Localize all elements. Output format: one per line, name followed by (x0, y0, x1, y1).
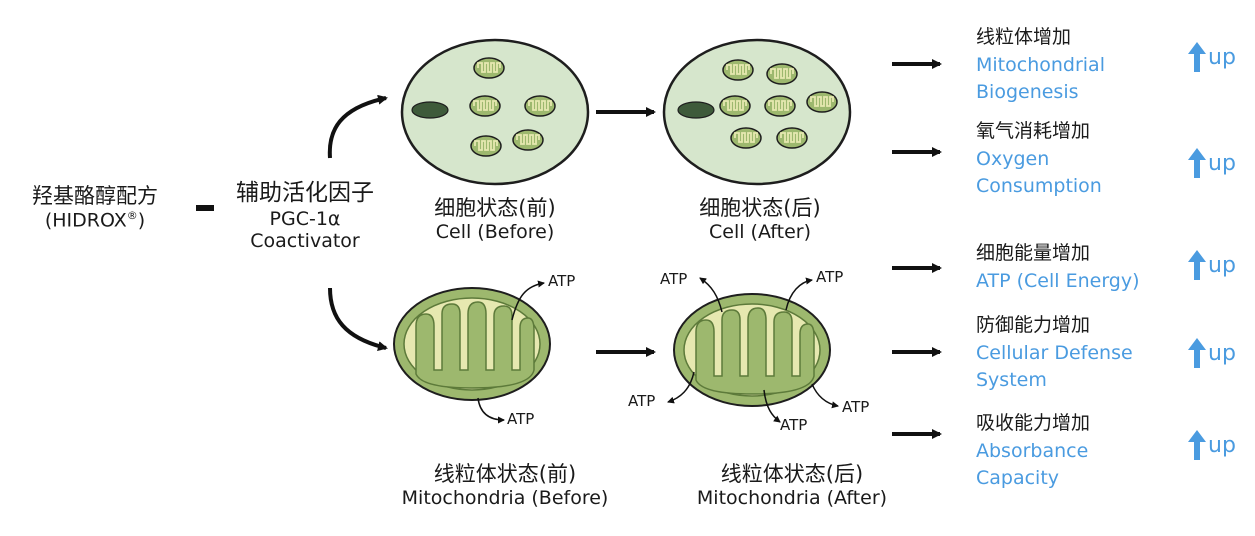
result-item: 氧气消耗增加 Oxygen Consumption (976, 118, 1102, 201)
result-zh: 线粒体增加 (976, 26, 1072, 48)
arrow-to-cell (327, 94, 388, 159)
result-en: Capacity (976, 467, 1060, 490)
trend-text: up (1208, 150, 1236, 176)
trend-text: up (1208, 432, 1236, 458)
result-zh: 细胞能量增加 (976, 242, 1091, 264)
cell-after-label: 细胞状态(后) Cell (After) (670, 196, 850, 244)
atp-label: ATP (816, 268, 844, 286)
mito-after-figure (673, 293, 831, 407)
result-zh: 氧气消耗增加 (976, 120, 1091, 142)
result-en: Biogenesis (976, 81, 1079, 104)
result-item: 吸收能力增加 Absorbance Capacity (976, 410, 1090, 493)
atp-label: ATP (628, 392, 656, 410)
mito-after-en: Mitochondria (After) (696, 487, 888, 510)
atp-arrow (667, 371, 695, 404)
mito-after-label: 线粒体状态(后) Mitochondria (After) (670, 462, 914, 510)
atp-label: ATP (842, 398, 870, 416)
atp-arrow (785, 277, 813, 311)
result-en: System (976, 369, 1047, 392)
trend-text: up (1208, 340, 1236, 366)
atp-arrow (763, 389, 781, 423)
atp-arrow (477, 397, 505, 424)
source-zh: 羟基酪醇配方 (32, 184, 158, 208)
coactivator-en1: PGC-1α (269, 207, 341, 230)
trend-text: up (1208, 44, 1236, 70)
result-item: 线粒体增加 Mitochondrial Biogenesis (976, 24, 1105, 107)
arrow-up-icon (1188, 148, 1206, 178)
arrow-up-icon (1188, 430, 1206, 460)
result-item: 防御能力增加 Cellular Defense System (976, 312, 1133, 395)
result-item: 细胞能量增加 ATP (Cell Energy) (976, 240, 1140, 295)
mito-before-zh: 线粒体状态(前) (433, 462, 577, 486)
mito-before-en: Mitochondria (Before) (401, 487, 609, 510)
trend-up-indicator: up (1188, 250, 1236, 280)
arrow-up-icon (1188, 250, 1206, 280)
result-en: Consumption (976, 175, 1102, 198)
cell-before-label: 细胞状态(前) Cell (Before) (405, 196, 585, 244)
trend-up-indicator: up (1188, 42, 1236, 72)
cell-before-en: Cell (Before) (435, 221, 555, 244)
mito-before-figure (393, 287, 551, 401)
arrow-to-mito (328, 287, 388, 351)
trend-up-indicator: up (1188, 338, 1236, 368)
trend-up-indicator: up (1188, 430, 1236, 460)
coactivator-zh: 辅助活化因子 (236, 180, 374, 206)
atp-arrow (811, 383, 839, 409)
result-en: Absorbance (976, 439, 1089, 462)
cell-after-en: Cell (After) (708, 221, 811, 244)
mito-after-zh: 线粒体状态(后) (720, 462, 864, 486)
coactivator-label: 辅助活化因子 PGC-1α Coactivator (216, 180, 394, 253)
atp-label: ATP (660, 270, 688, 288)
atp-label: ATP (507, 410, 535, 428)
result-en: Oxygen (976, 147, 1050, 170)
result-en: Mitochondrial (976, 53, 1105, 76)
atp-label: ATP (548, 272, 576, 290)
cell-before-zh: 细胞状态(前) (434, 196, 556, 220)
result-zh: 吸收能力增加 (976, 412, 1091, 434)
coactivator-en2: Coactivator (250, 230, 360, 253)
atp-arrow (511, 280, 545, 321)
atp-label: ATP (780, 416, 808, 434)
cell-before-figure (400, 38, 590, 186)
source-en: (HIDROX®) (44, 209, 146, 232)
result-en: ATP (Cell Energy) (976, 269, 1140, 292)
atp-arrow (699, 277, 723, 313)
mito-before-label: 线粒体状态(前) Mitochondria (Before) (375, 462, 635, 510)
trend-up-indicator: up (1188, 148, 1236, 178)
cell-after-figure (662, 38, 852, 186)
result-zh: 防御能力增加 (976, 314, 1091, 336)
source-label: 羟基酪醇配方 (HIDROX®) (0, 184, 190, 232)
arrow-up-icon (1188, 42, 1206, 72)
trend-text: up (1208, 252, 1236, 278)
result-en: Cellular Defense (976, 341, 1133, 364)
arrow-up-icon (1188, 338, 1206, 368)
cell-after-zh: 细胞状态(后) (699, 196, 821, 220)
link-minus-mark (196, 205, 214, 211)
